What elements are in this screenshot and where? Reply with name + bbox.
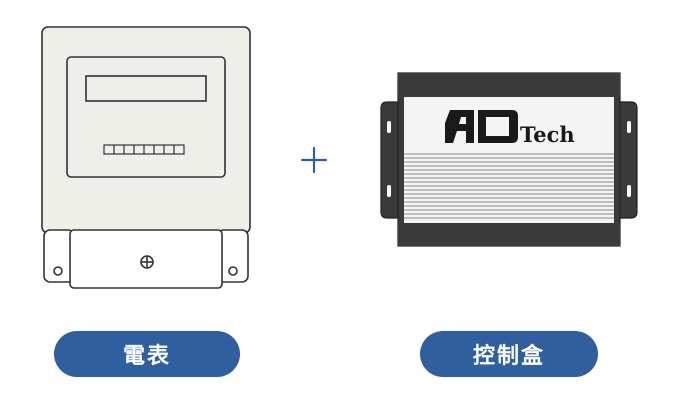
controller-label-text: 控制盒 xyxy=(472,344,545,369)
meter-right-screw-hole xyxy=(228,266,238,276)
box-bottom-cap xyxy=(398,223,620,246)
box-left-flange xyxy=(380,101,401,219)
box-heat-sink-ribs xyxy=(404,153,614,219)
meter-display-window xyxy=(85,75,207,102)
ao-logo-mark xyxy=(445,110,518,143)
controller-box-illustration: Tech xyxy=(380,72,638,247)
plus-sign xyxy=(300,146,328,174)
box-left-slot-top xyxy=(387,121,391,133)
meter-seal-screw xyxy=(140,255,154,269)
meter-label-pill: 電表 xyxy=(54,331,240,377)
box-left-slot-bottom xyxy=(387,185,391,197)
controller-label-pill: 控制盒 xyxy=(420,331,598,377)
meter-label-text: 電表 xyxy=(122,344,171,369)
meter-digit-counter xyxy=(103,144,185,155)
electric-meter-illustration xyxy=(41,26,251,289)
box-right-slot-bottom xyxy=(627,185,631,197)
logo-tech-text: Tech xyxy=(520,122,575,147)
box-top-cap xyxy=(398,73,620,97)
meter-front-panel xyxy=(66,56,226,178)
box-right-slot-top xyxy=(627,121,631,133)
meter-left-screw-hole xyxy=(53,266,63,276)
box-right-flange xyxy=(617,101,638,219)
